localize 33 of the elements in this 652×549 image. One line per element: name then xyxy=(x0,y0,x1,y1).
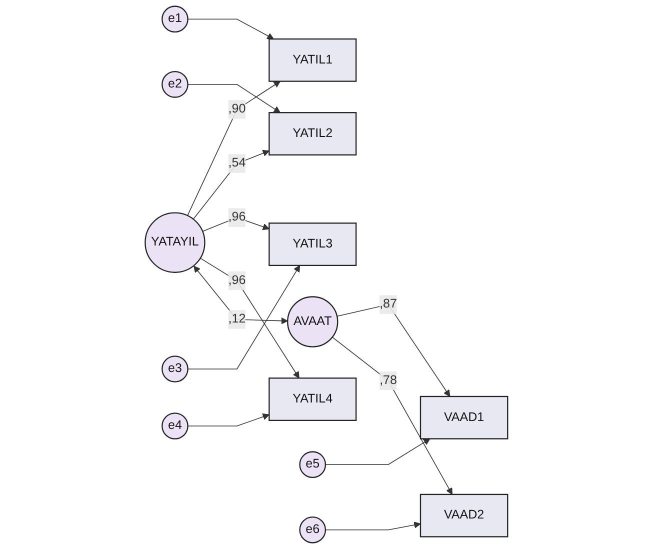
arrow xyxy=(187,265,300,370)
arrow xyxy=(186,80,280,216)
edge-label: ,87 xyxy=(379,298,397,311)
node-box: VAAD1 xyxy=(419,396,508,440)
node-box: YATIL3 xyxy=(268,222,356,266)
edge-label: ,54 xyxy=(228,156,246,170)
arrow xyxy=(192,150,270,220)
edge-label: ,12 xyxy=(228,312,246,326)
node-box: VAAD2 xyxy=(419,494,508,538)
arrow xyxy=(187,413,270,426)
edge-label: ,90 xyxy=(228,102,246,116)
arrow xyxy=(187,18,274,40)
node-circle: e2 xyxy=(161,70,188,98)
node-box: YATIL2 xyxy=(268,112,356,156)
node-circle: AVAAT xyxy=(286,296,338,348)
node-box: YATIL1 xyxy=(268,38,356,82)
node-circle: YATAYIL xyxy=(144,212,205,273)
node-box: YATIL4 xyxy=(268,378,356,421)
node-circle: e5 xyxy=(298,451,326,478)
arrow xyxy=(332,336,452,495)
edge-label: ,96 xyxy=(228,210,246,224)
node-circle: e4 xyxy=(161,412,188,440)
edge-label: ,96 xyxy=(228,274,246,288)
edge-label: ,78 xyxy=(379,374,397,387)
arrow xyxy=(193,266,288,324)
arrow xyxy=(336,304,450,397)
arrow xyxy=(187,84,280,113)
arrow xyxy=(200,258,300,378)
arrow xyxy=(324,438,430,465)
arrow xyxy=(324,522,420,530)
node-circle: e1 xyxy=(161,6,188,33)
node-circle: e3 xyxy=(161,356,188,382)
node-circle: e6 xyxy=(298,516,326,544)
